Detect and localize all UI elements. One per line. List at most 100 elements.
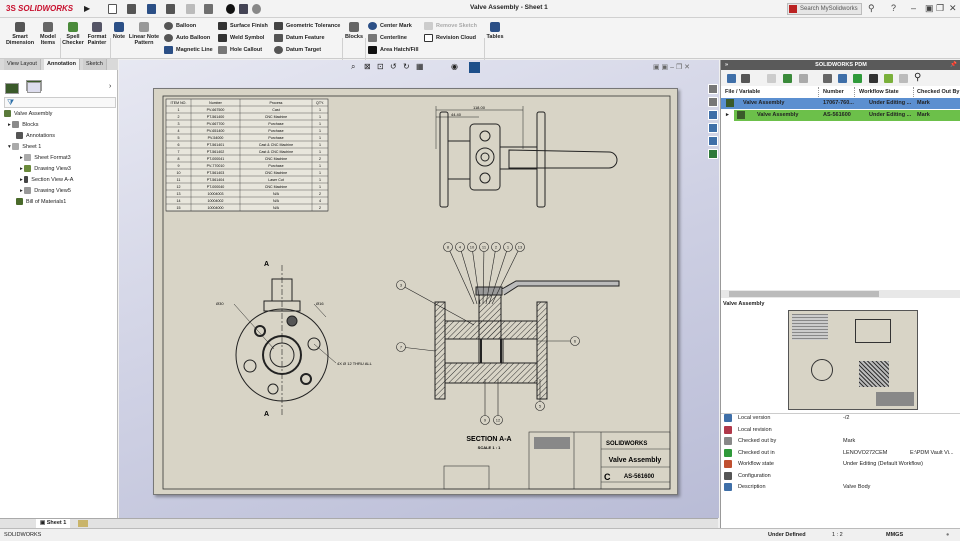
column-file-variable[interactable]: File / Variable	[723, 87, 819, 97]
check-out-icon[interactable]	[767, 74, 776, 83]
tree-item-drawing-view5[interactable]: ▸ Drawing View5	[20, 187, 71, 195]
change-state-icon[interactable]	[799, 74, 808, 83]
vault-icon[interactable]	[853, 74, 862, 83]
note-button[interactable]: Note	[111, 22, 127, 40]
tables-button[interactable]: Tables	[486, 22, 504, 40]
tab-view-layout[interactable]: View Layout	[4, 59, 41, 70]
task-pane-resources-icon[interactable]	[708, 97, 718, 107]
hide-show-icon[interactable]: ◉	[451, 62, 458, 71]
linear-note-pattern-button[interactable]: Linear Note Pattern	[128, 22, 160, 46]
bom-cell: 1	[319, 185, 321, 189]
expand-icon[interactable]: ▸	[726, 112, 729, 118]
rebuild-icon[interactable]	[226, 4, 235, 14]
help-icon[interactable]: ?	[891, 3, 897, 13]
search-pdm-icon[interactable]	[869, 74, 878, 83]
horizontal-scrollbar[interactable]	[721, 290, 960, 298]
tile-icon[interactable]: ❐	[936, 3, 945, 13]
search-icon[interactable]: ⚲	[868, 3, 875, 13]
surface-finish-button[interactable]: Surface Finish	[218, 21, 268, 32]
undo-checkout-icon[interactable]	[884, 74, 893, 83]
collapse-icon[interactable]: »	[725, 62, 729, 68]
status-units[interactable]: MMGS	[886, 532, 904, 538]
previous-view-icon[interactable]: ⊡	[377, 62, 384, 71]
filter-bar[interactable]: ⧩	[4, 97, 116, 108]
search-icon[interactable]: ⚲	[914, 72, 922, 83]
task-pane-explorer-icon[interactable]	[708, 123, 718, 133]
tab-sheet1[interactable]: ▣ Sheet 1	[36, 519, 71, 528]
tree-item-bill-of-materials[interactable]: Bill of Materials1	[16, 198, 66, 207]
centerline-button[interactable]: Centerline	[368, 33, 407, 44]
print-icon[interactable]	[166, 4, 175, 14]
rotate-icon[interactable]: ↺	[390, 62, 397, 71]
refresh-icon[interactable]	[899, 74, 908, 83]
smart-dimension-button[interactable]: Smart Dimension	[4, 22, 36, 46]
new-file-icon[interactable]	[108, 4, 117, 14]
display-style-icon[interactable]	[469, 62, 480, 73]
pin-icon[interactable]: 📌	[950, 62, 957, 68]
column-workflow-state[interactable]: Workflow State	[857, 87, 914, 97]
property-value: LENOVO272CEM	[843, 449, 888, 456]
tab-sketch[interactable]: Sketch	[83, 59, 107, 70]
menu-expand-icon[interactable]: ▶	[84, 4, 91, 13]
check-in-icon[interactable]	[783, 74, 792, 83]
zoom-to-area-icon[interactable]: ⊠	[364, 62, 371, 71]
where-used-icon[interactable]	[838, 74, 847, 83]
view-window-controls[interactable]: ▣ ▣ – ❐ ✕	[653, 64, 691, 71]
section-view-icon[interactable]: ▦	[416, 62, 424, 71]
open-file-icon[interactable]	[127, 4, 136, 14]
center-mark-button[interactable]: Center Mark	[368, 21, 412, 32]
file-properties-icon[interactable]	[239, 4, 248, 14]
tree-item-annotations[interactable]: Annotations	[16, 132, 55, 141]
feature-tree-tab-icon[interactable]	[5, 83, 19, 94]
options-icon[interactable]	[252, 4, 261, 14]
close-icon[interactable]: ✕	[949, 3, 957, 13]
select-icon[interactable]	[204, 4, 213, 14]
get-version-icon[interactable]	[741, 74, 750, 83]
revision-cloud-button[interactable]: Revision Cloud	[424, 33, 476, 44]
zoom-to-fit-icon[interactable]: ⌕	[351, 62, 356, 71]
tree-root-valve-assembly[interactable]: Valve Assembly	[4, 110, 52, 119]
column-checked-out-by[interactable]: Checked Out By	[917, 89, 960, 95]
datum-target-button[interactable]: Datum Target	[274, 45, 321, 56]
hole-callout-button[interactable]: Hole Callout	[218, 45, 262, 56]
task-pane-pdm-icon[interactable]	[708, 149, 718, 159]
undo-icon[interactable]	[186, 4, 195, 14]
solidworks-logo[interactable]: 3S SOLIDWORKS	[6, 4, 74, 13]
task-pane-view-palette-icon[interactable]	[708, 136, 718, 146]
area-hatch-fill-button[interactable]: Area Hatch/Fill	[368, 45, 419, 56]
add-sheet-icon[interactable]	[78, 520, 88, 527]
panel-expand-icon[interactable]: ›	[109, 83, 112, 90]
task-pane-library-icon[interactable]	[708, 110, 718, 120]
spell-checker-button[interactable]: Spell Checker	[62, 22, 84, 46]
auto-balloon-button[interactable]: Auto Balloon	[164, 33, 210, 44]
weld-symbol-button[interactable]: Weld Symbol	[218, 33, 264, 44]
balloon-button[interactable]: Balloon	[164, 21, 196, 32]
search-input[interactable]: Search MySolidworks	[787, 3, 862, 15]
tree-item-section-view-a-a[interactable]: ▸ Section View A-A	[20, 176, 74, 184]
tree-item-blocks[interactable]: ▸ Blocks	[8, 121, 39, 129]
task-pane-home-icon[interactable]	[708, 84, 718, 94]
properties-icon[interactable]	[823, 74, 832, 83]
column-number[interactable]: Number	[821, 87, 855, 97]
status-scale[interactable]: 1 : 2	[832, 532, 843, 538]
blocks-button[interactable]: Blocks	[344, 22, 364, 40]
tree-item-sheet1[interactable]: ▾ Sheet 1	[8, 143, 42, 151]
tab-annotation[interactable]: Annotation	[44, 59, 81, 70]
geometric-tolerance-button[interactable]: Geometric Tolerance	[274, 21, 340, 32]
restore-icon[interactable]: ▣	[925, 3, 934, 13]
tree-item-sheet-format3[interactable]: ▸ Sheet Format3	[20, 154, 71, 162]
pan-icon[interactable]: ↻	[403, 62, 410, 71]
tree-item-drawing-view3[interactable]: ▸ Drawing View3	[20, 165, 71, 173]
model-items-button[interactable]: Model Items	[37, 22, 59, 46]
property-icon	[724, 414, 732, 422]
format-painter-button[interactable]: Format Painter	[85, 22, 109, 46]
minimize-icon[interactable]: –	[911, 3, 917, 13]
get-latest-icon[interactable]	[727, 74, 736, 83]
save-icon[interactable]	[147, 4, 156, 14]
datum-feature-button[interactable]: Datum Feature	[274, 33, 325, 44]
magnetic-line-button[interactable]: Magnetic Line	[164, 45, 213, 56]
property-manager-tab-icon[interactable]	[27, 82, 41, 93]
